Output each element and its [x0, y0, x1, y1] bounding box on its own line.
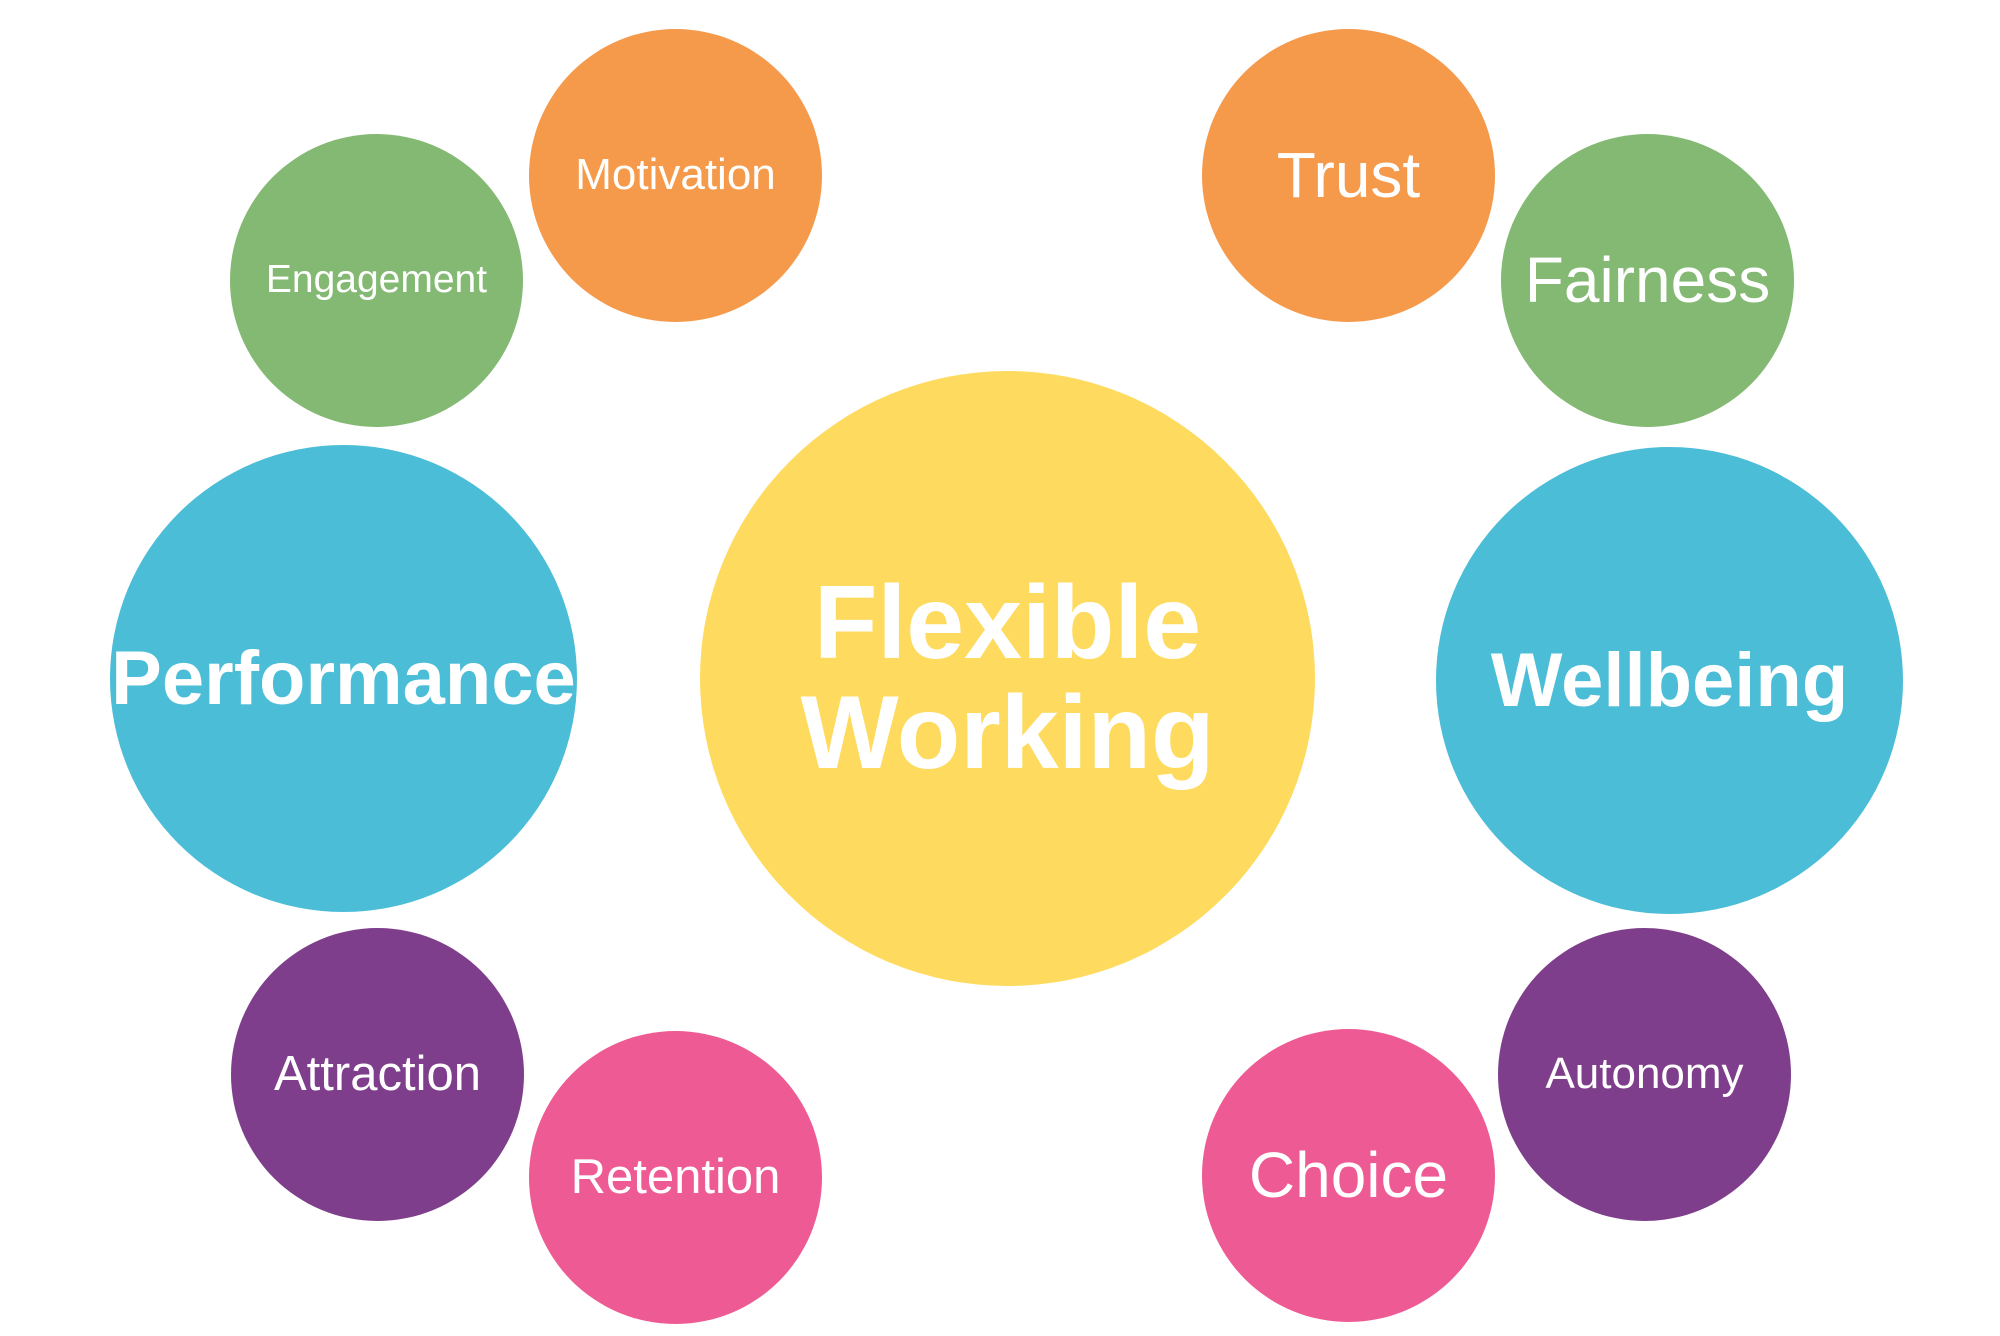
engagement-circle: Engagement	[230, 134, 523, 427]
autonomy-label: Autonomy	[1545, 1049, 1744, 1099]
performance-label: Performance	[111, 635, 576, 721]
motivation-circle: Motivation	[529, 29, 822, 322]
trust-circle: Trust	[1202, 29, 1495, 322]
flexible-working-circle: Flexible Working	[700, 371, 1315, 986]
trust-label: Trust	[1276, 138, 1421, 211]
retention-label: Retention	[570, 1149, 781, 1204]
attraction-circle: Attraction	[231, 928, 524, 1221]
retention-circle: Retention	[529, 1031, 822, 1324]
flexible-working-label: Flexible Working	[800, 565, 1215, 791]
wellbeing-circle: Wellbeing	[1436, 447, 1903, 914]
engagement-label: Engagement	[265, 258, 488, 302]
autonomy-circle: Autonomy	[1498, 928, 1791, 1221]
choice-label: Choice	[1248, 1138, 1449, 1211]
fairness-label: Fairness	[1524, 243, 1771, 316]
motivation-label: Motivation	[575, 150, 776, 200]
fairness-circle: Fairness	[1501, 134, 1794, 427]
attraction-label: Attraction	[274, 1046, 481, 1101]
wellbeing-label: Wellbeing	[1490, 637, 1849, 723]
performance-circle: Performance	[110, 445, 577, 912]
choice-circle: Choice	[1202, 1029, 1495, 1322]
